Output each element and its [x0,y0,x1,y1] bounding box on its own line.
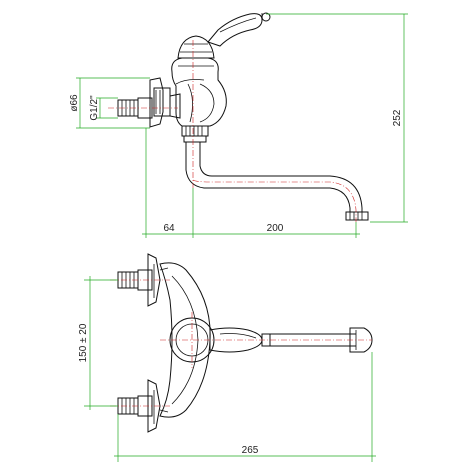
label-inlet-diameter: ø66 [69,94,80,112]
side-swivel-nut [181,125,209,143]
side-lever-handle [207,12,271,47]
side-spout-centerline [192,179,357,222]
top-view: 150 ± 20 265 [78,253,376,462]
dim-inlet-spacing-line [84,276,118,410]
label-height: 252 [392,109,403,126]
dim-height-line [266,13,408,223]
side-spout [185,142,369,221]
label-thread: G1/2" [89,95,100,121]
dim-thread-line [96,97,118,119]
side-wall-flange [149,77,171,128]
label-overall-length: 265 [242,445,259,456]
label-inlet-spacing: 150 ± 20 [78,323,89,362]
dim-inlet-diameter-line [76,77,150,129]
side-view: ø66 G1/2" 64 200 252 [69,12,408,238]
dim-overall-length-line [114,352,376,462]
side-cartridge-cap [177,35,215,59]
dim-horizontal-line [142,128,360,238]
side-connector-pipe [169,93,181,119]
label-spout-reach: 200 [267,223,284,234]
label-offset-horizontal: 64 [163,223,175,234]
